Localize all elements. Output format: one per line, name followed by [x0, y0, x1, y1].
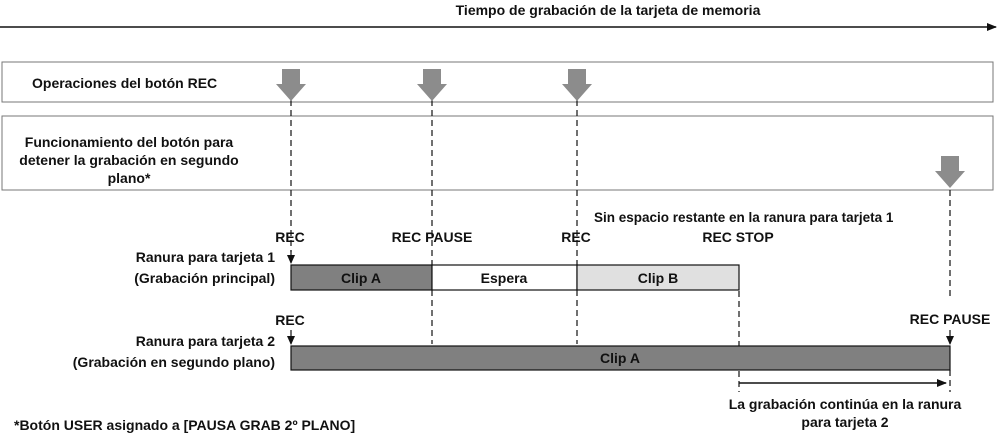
slot1-marker-rec: REC	[275, 229, 305, 245]
slot2-title: Ranura para tarjeta 2	[136, 333, 275, 349]
slot1-marker-rec-pause: REC PAUSE	[392, 229, 473, 245]
rec-operations-row	[1, 61, 994, 103]
slot2-marker-rec: REC	[275, 312, 305, 328]
slot1-standby	[431, 264, 578, 291]
slot2-clip-a-label: Clip A	[600, 350, 640, 366]
slot2-clip-a	[290, 345, 951, 371]
bg-stop-press-arrow	[935, 156, 965, 188]
slot1-subtitle: (Grabación principal)	[134, 270, 275, 286]
slot1-no-space-note: Sin espacio restante en la ranura para t…	[594, 210, 894, 225]
footnote: *Botón USER asignado a [PAUSA GRAB 2º PL…	[14, 417, 355, 433]
timeline-label: Tiempo de grabación de la tarjeta de mem…	[456, 2, 761, 18]
slot1-title: Ranura para tarjeta 1	[136, 249, 275, 265]
continue-text-line1: La grabación continúa en la ranura	[729, 396, 962, 412]
slot2-marker-rec-pause: REC PAUSE	[910, 311, 991, 327]
slot1-marker-rec-2: REC	[561, 229, 591, 245]
slot1-marker-rec-stop: REC STOP	[702, 229, 773, 245]
slot1-clip-b	[576, 264, 740, 291]
rec-press-arrow-1	[276, 69, 306, 101]
background-button-label-line1: Funcionamiento del botón para	[25, 134, 234, 150]
slot2-subtitle: (Grabación en segundo plano)	[73, 354, 275, 370]
continue-text-line2: para tarjeta 2	[801, 414, 888, 430]
slot1-clip-b-label: Clip B	[638, 270, 678, 286]
background-button-label-line3: plano*	[108, 170, 151, 186]
background-button-label-line2: detener la grabación en segundo	[19, 152, 238, 168]
slot1-standby-label: Espera	[481, 270, 528, 286]
background-button-row	[1, 115, 994, 191]
rec-operations-label: Operaciones del botón REC	[32, 75, 217, 91]
rec-press-arrow-2	[417, 69, 447, 101]
slot1-clip-a-label: Clip A	[341, 270, 381, 286]
rec-press-arrow-3	[562, 69, 592, 101]
